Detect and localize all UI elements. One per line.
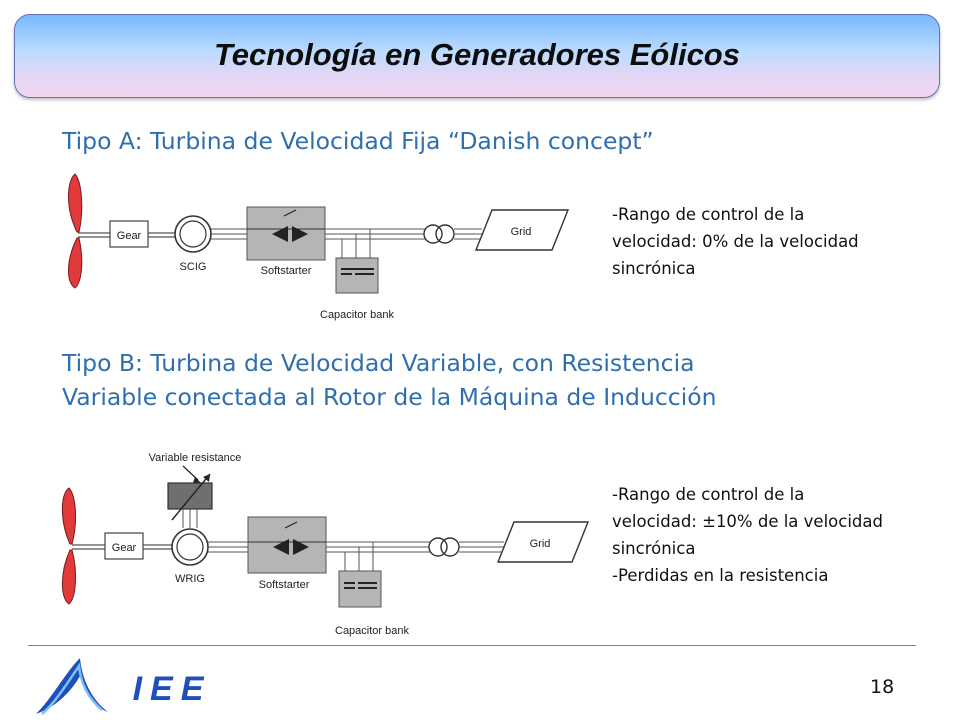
page-number: 18 [870,676,895,698]
note-line: -Rango de control de la [612,205,805,224]
note-line: -Rango de control de la [612,485,805,504]
generator-scig-icon [174,215,212,253]
capacitor-bank-label: Capacitor bank [320,309,394,321]
gear-label: Gear [112,542,137,554]
capacitor-bank-icon [335,257,379,294]
logo-text: IEE [133,670,212,708]
generator-wrig-icon [171,528,209,566]
softstarter-label: Softstarter [259,579,310,591]
iee-logo: IEE [36,658,212,715]
generator-label: SCIG [180,261,207,273]
grid-icon [496,521,590,563]
slide-title: Tecnología en Generadores Eólicos [213,37,740,72]
note-line: sincrónica [612,539,696,558]
softstarter-label: Softstarter [261,265,312,277]
gear-box [109,220,149,248]
heading-tipo-a: Tipo A: Turbina de Velocidad Fija “Danis… [62,127,654,155]
grid-label: Grid [530,538,551,550]
logo-swoosh-icon [36,658,108,715]
transformer-icon [428,537,460,557]
turbine-blades-icon [68,173,83,289]
grid-icon [474,209,570,251]
capacitor-bank-icon [338,570,382,608]
variable-resistance-label: Variable resistance [149,452,242,464]
note-line: -Perdidas en la resistencia [612,566,829,585]
diagram-tipo-b: Variable resistance Gear WRIG Softstarte… [61,452,590,637]
variable-resistance-icon [167,473,213,521]
gear-box [104,532,144,560]
transformer-icon [423,224,455,244]
heading-tipo-b: Tipo B: Turbina de Velocidad Variable, c… [62,346,717,414]
heading-tipo-b-line1: Tipo B: Turbina de Velocidad Variable, c… [62,349,695,377]
note-line: velocidad: ±10% de la velocidad [612,512,883,531]
grid-label: Grid [511,226,532,238]
footer-divider [28,645,916,646]
title-bar: Tecnología en Generadores Eólicos [14,14,940,98]
notes-tipo-a: -Rango de control de la velocidad: 0% de… [612,201,859,282]
note-line: velocidad: 0% de la velocidad [612,232,859,251]
notes-tipo-b: -Rango de control de la velocidad: ±10% … [612,481,883,589]
heading-tipo-b-line2: Variable conectada al Rotor de la Máquin… [62,383,717,411]
capacitor-bank-label: Capacitor bank [335,625,409,637]
diagram-tipo-a: Gear SCIG Softstarter Capacitor bank [68,173,570,321]
note-line: sincrónica [612,259,696,278]
softstarter-icon [247,516,327,574]
turbine-blades-icon [61,487,77,605]
gear-label: Gear [117,230,142,242]
softstarter-icon [246,206,326,261]
generator-label: WRIG [175,573,205,585]
